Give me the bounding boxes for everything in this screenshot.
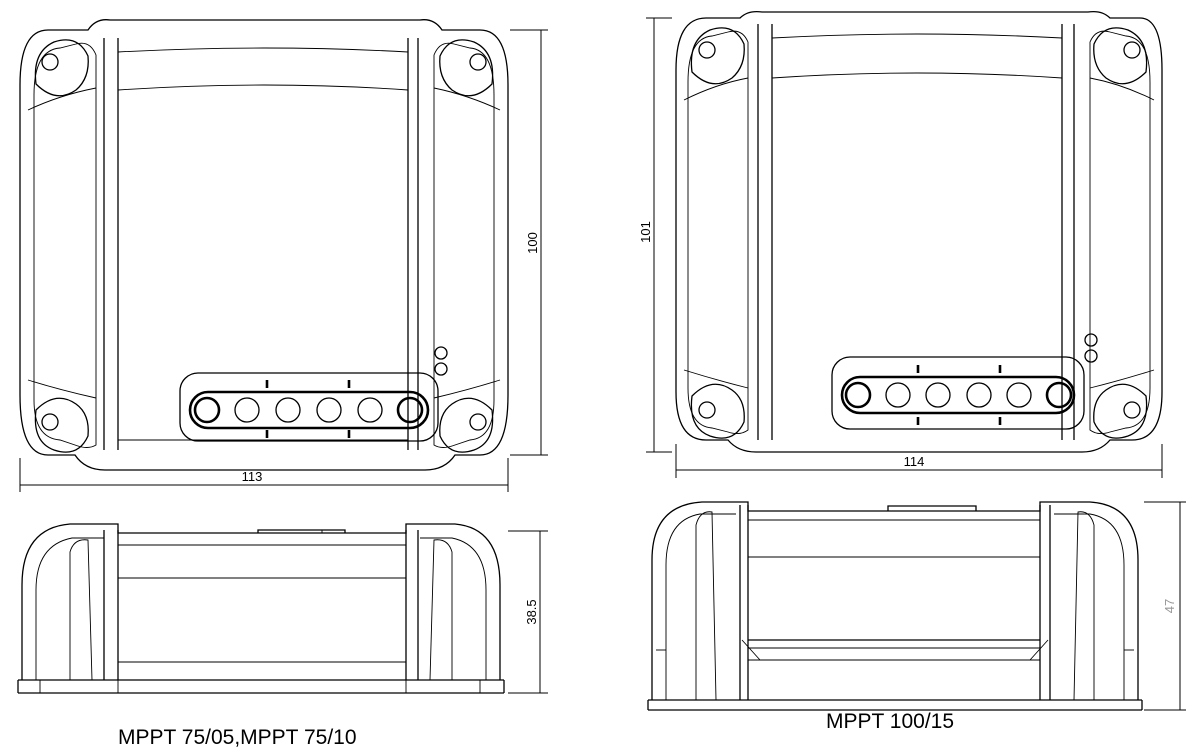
left-terminal-6	[396, 396, 424, 424]
right-top-outline	[675, 10, 1163, 453]
left-depth-label: 38.5	[524, 599, 539, 624]
left-terminal-2	[234, 397, 260, 423]
left-width-label: 113	[242, 469, 263, 484]
right-side-view	[647, 501, 1143, 711]
left-width-dimension: 113	[19, 458, 509, 492]
right-depth-label: 47	[1162, 599, 1177, 613]
right-terminal-3	[925, 382, 951, 408]
left-height-dimension: 100	[510, 29, 548, 456]
left-depth-dimension: 38.5	[508, 530, 548, 694]
left-terminal-block	[179, 372, 439, 442]
left-height-label: 100	[525, 232, 540, 254]
left-led-2	[434, 362, 448, 376]
right-terminal-5	[1006, 382, 1032, 408]
left-terminal-4	[316, 397, 342, 423]
right-mount-hole-tl	[698, 41, 716, 59]
right-mount-hole-br	[1123, 401, 1141, 419]
left-side-view	[17, 523, 505, 694]
left-terminal-5	[357, 397, 383, 423]
right-terminal-block	[831, 356, 1085, 430]
right-depth-dimension: 47	[1144, 501, 1186, 711]
right-model-caption: MPPT 100/15	[826, 710, 955, 733]
left-side-outline	[21, 523, 501, 680]
right-width-dimension: 114	[675, 444, 1163, 478]
left-terminal-1	[193, 396, 221, 424]
right-height-label: 101	[638, 221, 653, 243]
right-width-label: 114	[904, 454, 925, 469]
right-height-dimension: 101	[638, 17, 672, 453]
left-model-caption: MPPT 75/05,MPPT 75/10	[118, 726, 357, 749]
left-top-view	[19, 19, 509, 471]
right-terminal-2	[885, 382, 911, 408]
right-top-view	[675, 10, 1163, 453]
right-side-outline	[651, 501, 1139, 700]
right-terminal-1	[844, 381, 872, 409]
left-terminal-3	[275, 397, 301, 423]
right-led-2	[1084, 349, 1098, 363]
left-mount-hole-br	[469, 413, 487, 431]
right-mount-hole-bl	[698, 401, 716, 419]
right-terminal-4	[966, 382, 992, 408]
left-mount-hole-bl	[41, 413, 59, 431]
right-terminal-6	[1045, 381, 1073, 409]
right-mount-hole-tr	[1123, 41, 1141, 59]
left-top-outline	[19, 19, 509, 471]
left-mount-hole-tl	[41, 53, 59, 71]
right-led-1	[1084, 333, 1098, 347]
left-mount-hole-tr	[469, 53, 487, 71]
left-led-1	[434, 346, 448, 360]
